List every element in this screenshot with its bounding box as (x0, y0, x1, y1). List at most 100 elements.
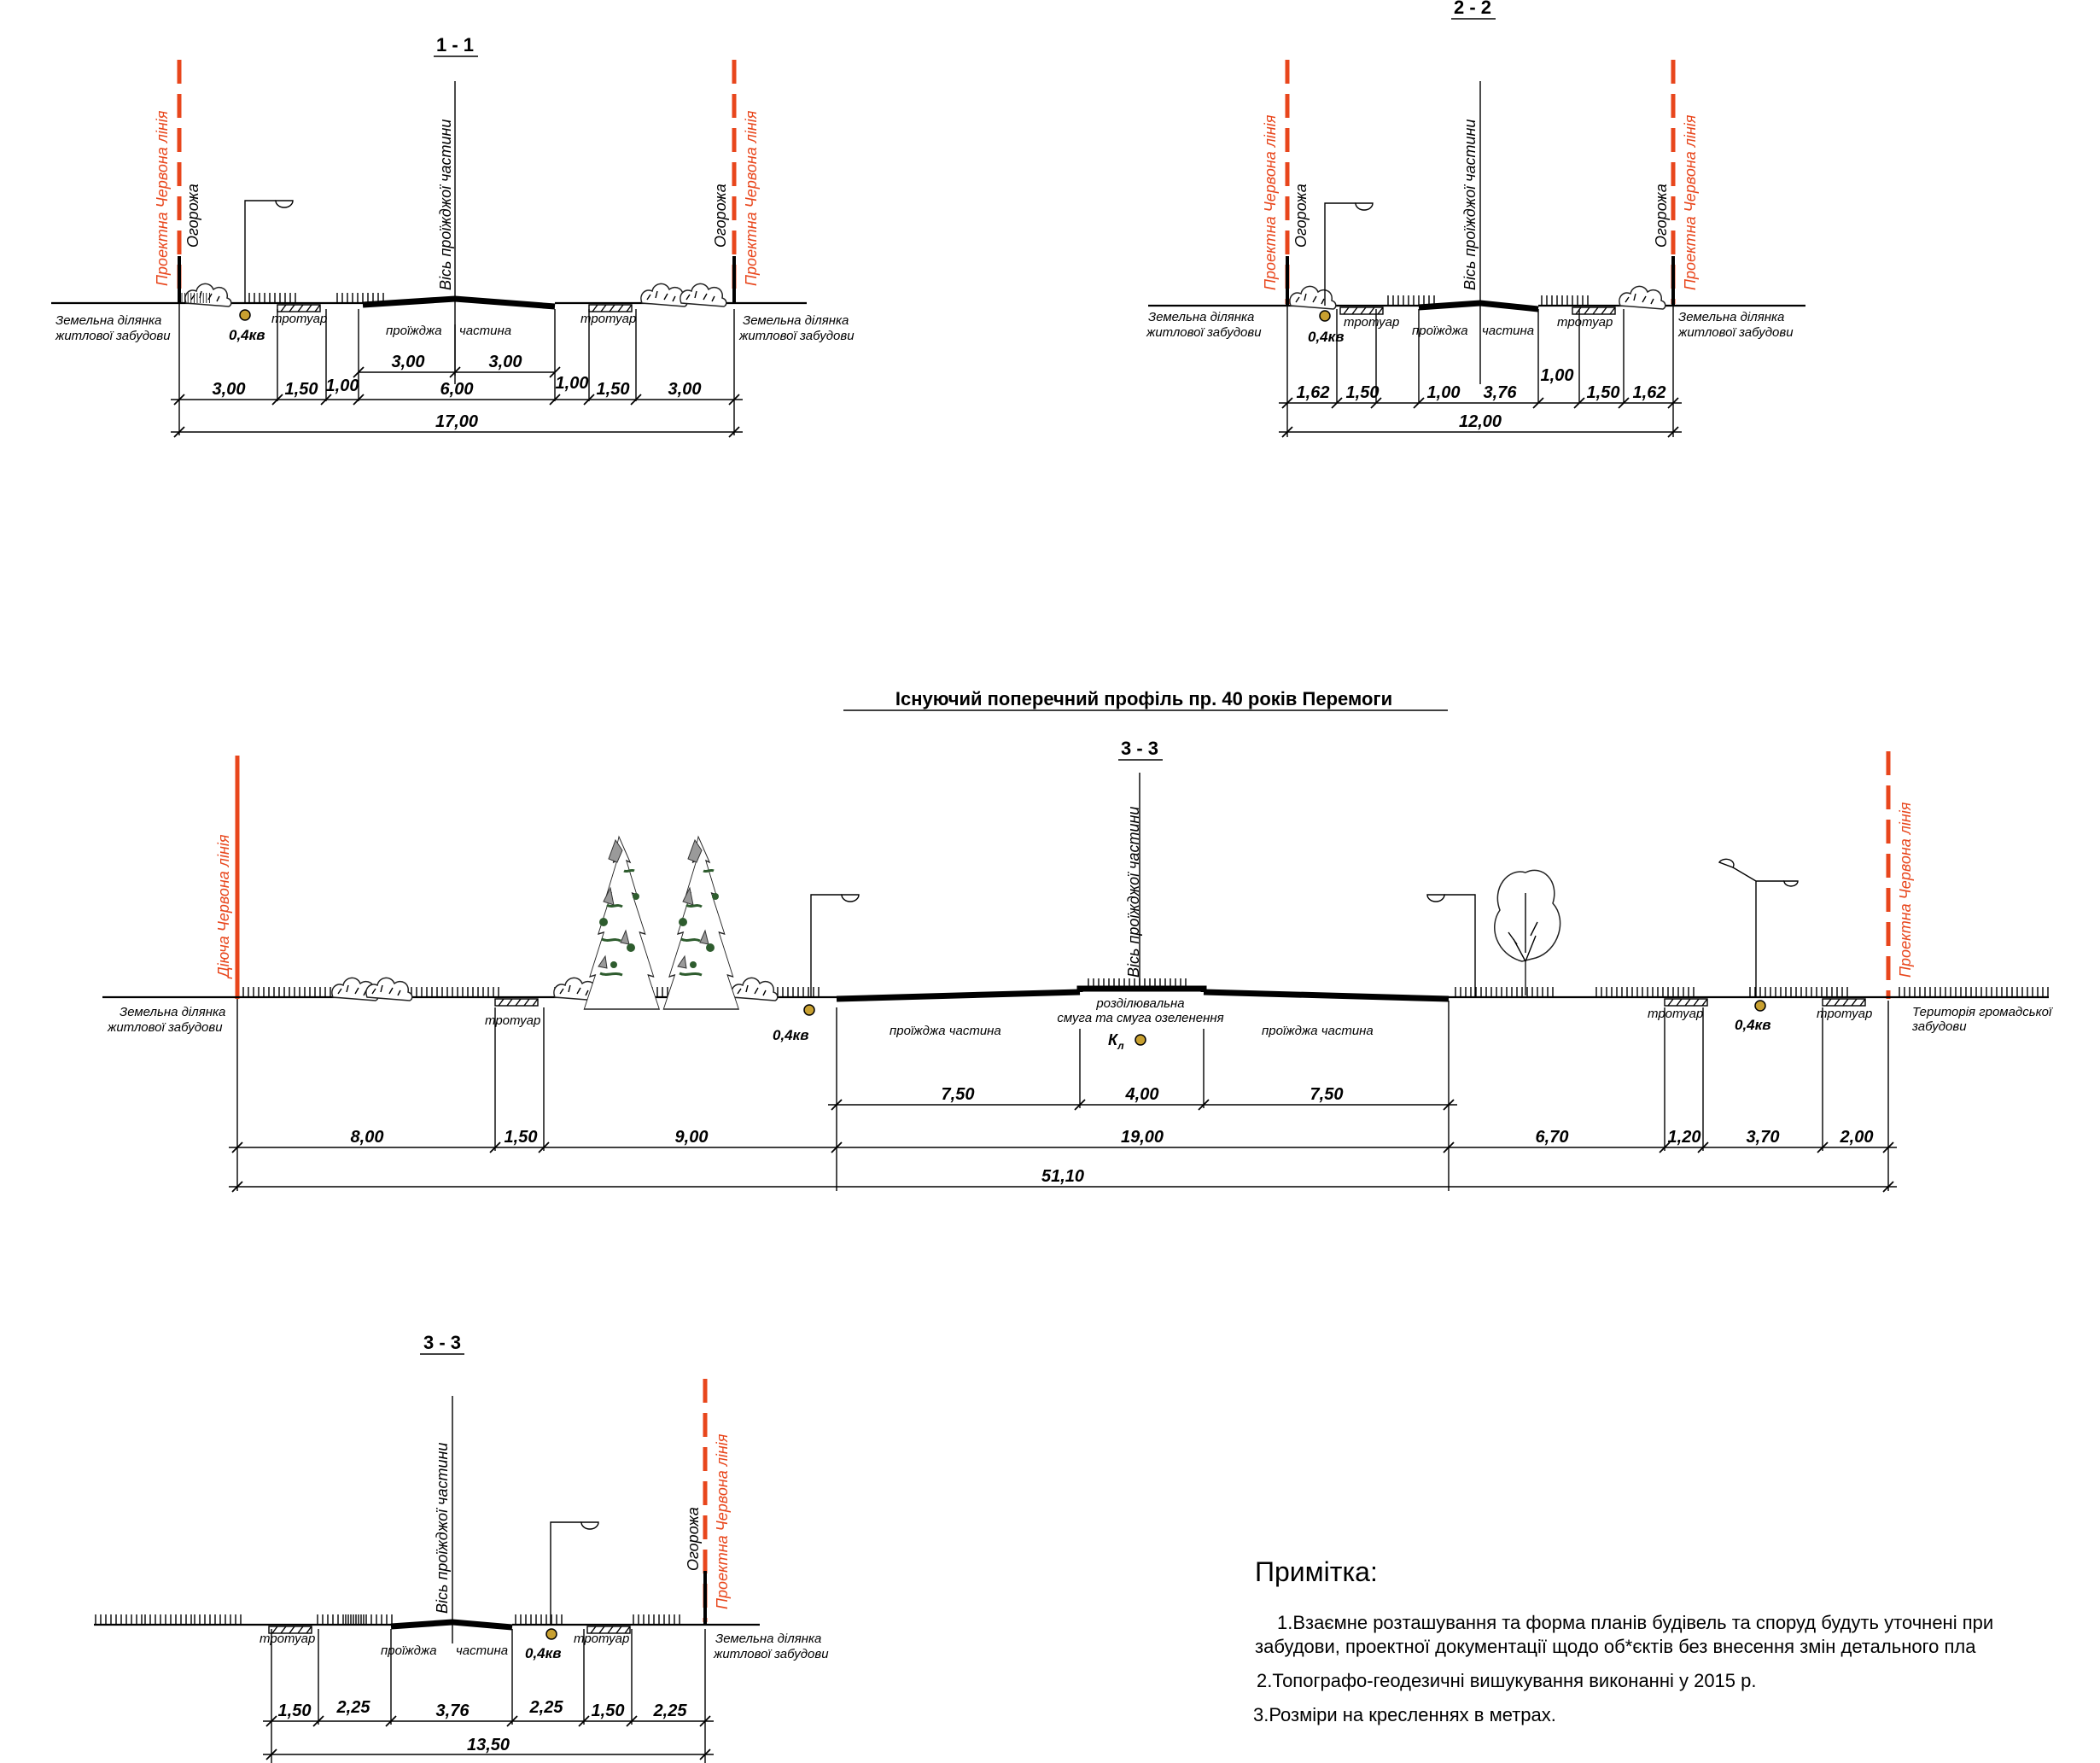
cable-kl-label: Кл (1108, 1031, 1124, 1052)
streetlight-icon (810, 894, 860, 998)
streetlight-icon (550, 1521, 599, 1626)
land-label: забудови (1911, 1019, 1967, 1034)
cable-label: 0,4кв (1308, 329, 1345, 345)
notes: Примітка: 1.Взаємне розташування та форм… (1253, 1556, 1993, 1725)
dimension-label: 1,50 (1346, 383, 1380, 402)
cable-label: 0,4кв (1735, 1017, 1771, 1033)
conifer-tree-icon (662, 835, 740, 1011)
note-item: забудови, проектної документації щодо об… (1255, 1636, 1976, 1657)
dimension-label: 19,00 (1121, 1128, 1164, 1147)
dimension-label: 1,00 (556, 374, 589, 393)
dimension-label: 3,76 (436, 1702, 470, 1720)
sidewalk-label: тротуар (260, 1632, 315, 1646)
section-heading: Існуючий поперечний профіль пр. 40 років… (895, 688, 1392, 709)
streetlight-icon (1324, 202, 1374, 306)
dimension-label: 2,25 (529, 1698, 564, 1717)
cable-kl-subscript: л (1117, 1040, 1124, 1052)
land-label: Земельна ділянка (1148, 310, 1254, 324)
axis-label: Вісь проїжджої частини (434, 1443, 451, 1614)
cable-marker-icon (1319, 310, 1331, 322)
sidewalk-label: тротуар (1817, 1007, 1872, 1021)
road-label: частина (1482, 324, 1534, 338)
land-label: житлової забудови (1677, 325, 1794, 340)
sidewalk-label: тротуар (1344, 315, 1399, 330)
fence-label: Огорожа (685, 1507, 702, 1571)
note-item: 2.Топографо-геодезичні вишукування викон… (1257, 1670, 1757, 1691)
dimension-label: 1,50 (1587, 383, 1620, 402)
note-item: 3.Розміри на кресленнях в метрах. (1253, 1704, 1556, 1725)
land-label: житлової забудови (738, 329, 855, 343)
dimension-label: 1,00 (1427, 383, 1461, 402)
dimension-label: 3,00 (392, 353, 425, 371)
section-3-3-existing: Існуючий поперечний профіль пр. 40 років… (102, 688, 2053, 1193)
road-label: частина (459, 324, 511, 338)
section-3-3-projected: 3 - 3 Вісь проїжджої частини Огорожа Про… (94, 1332, 829, 1763)
notes-title: Примітка: (1255, 1556, 1378, 1587)
conifer-tree-icon (582, 835, 661, 1011)
cable-label: 0,4кв (229, 327, 265, 343)
dimension-label: 8,00 (351, 1128, 384, 1147)
land-label: Земельна ділянка (715, 1632, 821, 1646)
cable-marker-icon (239, 309, 251, 321)
section-title: 2 - 2 (1454, 0, 1491, 18)
dimension-label: 1,50 (285, 380, 318, 399)
bush-icon (365, 977, 413, 1001)
streetlight-icon (244, 200, 294, 304)
dimension-label: 1,00 (326, 377, 359, 395)
dimension-label: 1,50 (597, 380, 630, 399)
dimension-label: 3,00 (489, 353, 522, 371)
dimension-label: 1,50 (278, 1702, 312, 1720)
dimension-label: 9,00 (675, 1128, 709, 1147)
dimension-label: 1,00 (1541, 366, 1574, 385)
sidewalk-label: тротуар (580, 312, 636, 326)
dimension-label: 3,00 (213, 380, 246, 399)
cable-label: 0,4кв (773, 1027, 809, 1043)
dimension-label: 1,62 (1633, 383, 1666, 402)
median-label: розділювальна (1095, 996, 1184, 1011)
cable-kl-letter: К (1108, 1031, 1119, 1048)
streetlight-icon (1718, 858, 1799, 997)
land-label: житлової забудови (107, 1020, 223, 1035)
bush-icon (731, 977, 779, 1001)
red-line-label-right: Проектна Червона лінія (1897, 802, 1914, 978)
section-title: 1 - 1 (436, 34, 474, 55)
dimension-total: 17,00 (435, 412, 478, 431)
road-label: проїжджа (381, 1643, 437, 1658)
red-line-label-left: Діюча Червона лінія (215, 834, 232, 979)
dimension-label: 2,00 (1840, 1128, 1874, 1147)
red-line-label-right: Проектна Червона лінія (743, 110, 760, 286)
dimension-label: 2,25 (653, 1702, 688, 1720)
cable-marker-icon (545, 1628, 557, 1640)
section-2-2: 2 - 2 Проектна Червона лінія Огорожа Віс… (1146, 0, 1805, 438)
land-label: житлової забудови (55, 329, 171, 343)
road-label: частина (456, 1643, 508, 1658)
dimension-label: 6,70 (1536, 1128, 1569, 1147)
axis-label: Вісь проїжджої частини (1461, 120, 1479, 290)
cable-label: 0,4кв (525, 1645, 562, 1661)
dimension-total: 13,50 (467, 1736, 510, 1754)
dimension-label: 7,50 (942, 1085, 975, 1104)
cable-marker-icon (1754, 1000, 1766, 1012)
streetlight-icon (1426, 894, 1476, 998)
dimension-label: 3,76 (1484, 383, 1518, 402)
red-line-label-left: Проектна Червона лінія (1262, 114, 1279, 290)
sidewalk-label: тротуар (1557, 315, 1613, 330)
land-label: Територія громадської (1912, 1005, 2053, 1019)
red-line-label-right: Проектна Червона лінія (1682, 114, 1699, 290)
fence-label-right: Огорожа (1653, 184, 1670, 248)
fence-label-left: Огорожа (184, 184, 201, 248)
dimension-label: 2,25 (336, 1698, 371, 1717)
road-label: проїжджа (1412, 324, 1468, 338)
land-label: Земельна ділянка (743, 313, 849, 328)
land-label: житлової забудови (1146, 325, 1262, 340)
sidewalk-label: тротуар (574, 1632, 629, 1646)
section-1-1: 1 - 1 Проектна Червона лінія Огорожа Віс… (51, 34, 855, 438)
bush-icon (184, 283, 232, 307)
bush-icon (640, 283, 688, 307)
red-line-label-left: Проектна Червона лінія (154, 110, 171, 286)
cable-marker-icon (803, 1004, 815, 1016)
dimension-label: 3,70 (1747, 1128, 1780, 1147)
land-label: житлової забудови (713, 1647, 829, 1661)
dimension-label: 1,62 (1297, 383, 1330, 402)
